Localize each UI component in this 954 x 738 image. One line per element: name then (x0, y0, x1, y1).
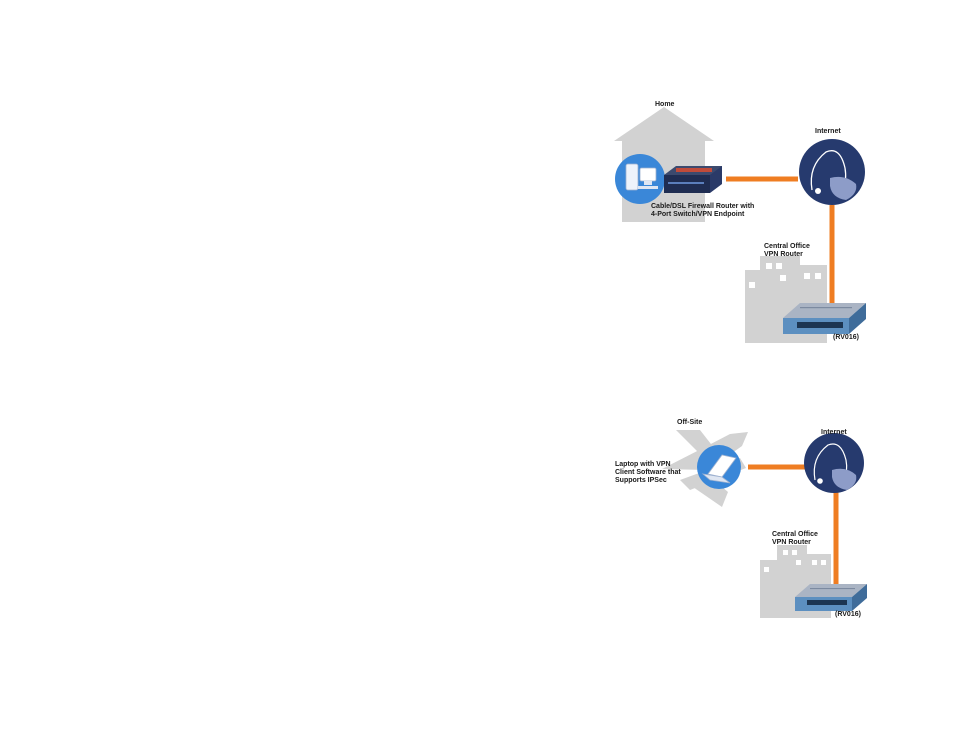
offsite-office-label-line1: Central Office (772, 531, 818, 538)
offsite-office-label-line2: VPN Router (772, 539, 811, 546)
home-device-label-line1: Cable/DSL Firewall Router with (651, 203, 755, 210)
home-location-label: Home (655, 101, 675, 108)
rack-router-icon (795, 584, 867, 611)
offsite-router-model-label: (RV016) (835, 611, 861, 618)
laptop-icon (697, 445, 741, 489)
home-office-label-line2: VPN Router (764, 251, 803, 258)
rack-router-icon (783, 303, 866, 334)
globe-icon (804, 433, 864, 493)
offsite-internet-label: Internet (821, 429, 847, 436)
globe-icon (799, 139, 865, 205)
home-router-model-label: (RV016) (833, 334, 859, 341)
home-internet-label: Internet (815, 128, 841, 135)
offsite-device-label-line1: Laptop with VPN (615, 461, 671, 468)
offsite-location-label: Off-Site (677, 419, 703, 426)
offsite-device-label-line2: Client Software that (615, 469, 681, 476)
home-device-label-line2: 4-Port Switch/VPN Endpoint (651, 211, 745, 218)
home-office-label-line1: Central Office (764, 243, 810, 250)
desktop-computer-icon (615, 154, 665, 204)
home-router-icon (664, 166, 722, 193)
offsite-device-label-line3: Supports IPSec (615, 477, 667, 484)
